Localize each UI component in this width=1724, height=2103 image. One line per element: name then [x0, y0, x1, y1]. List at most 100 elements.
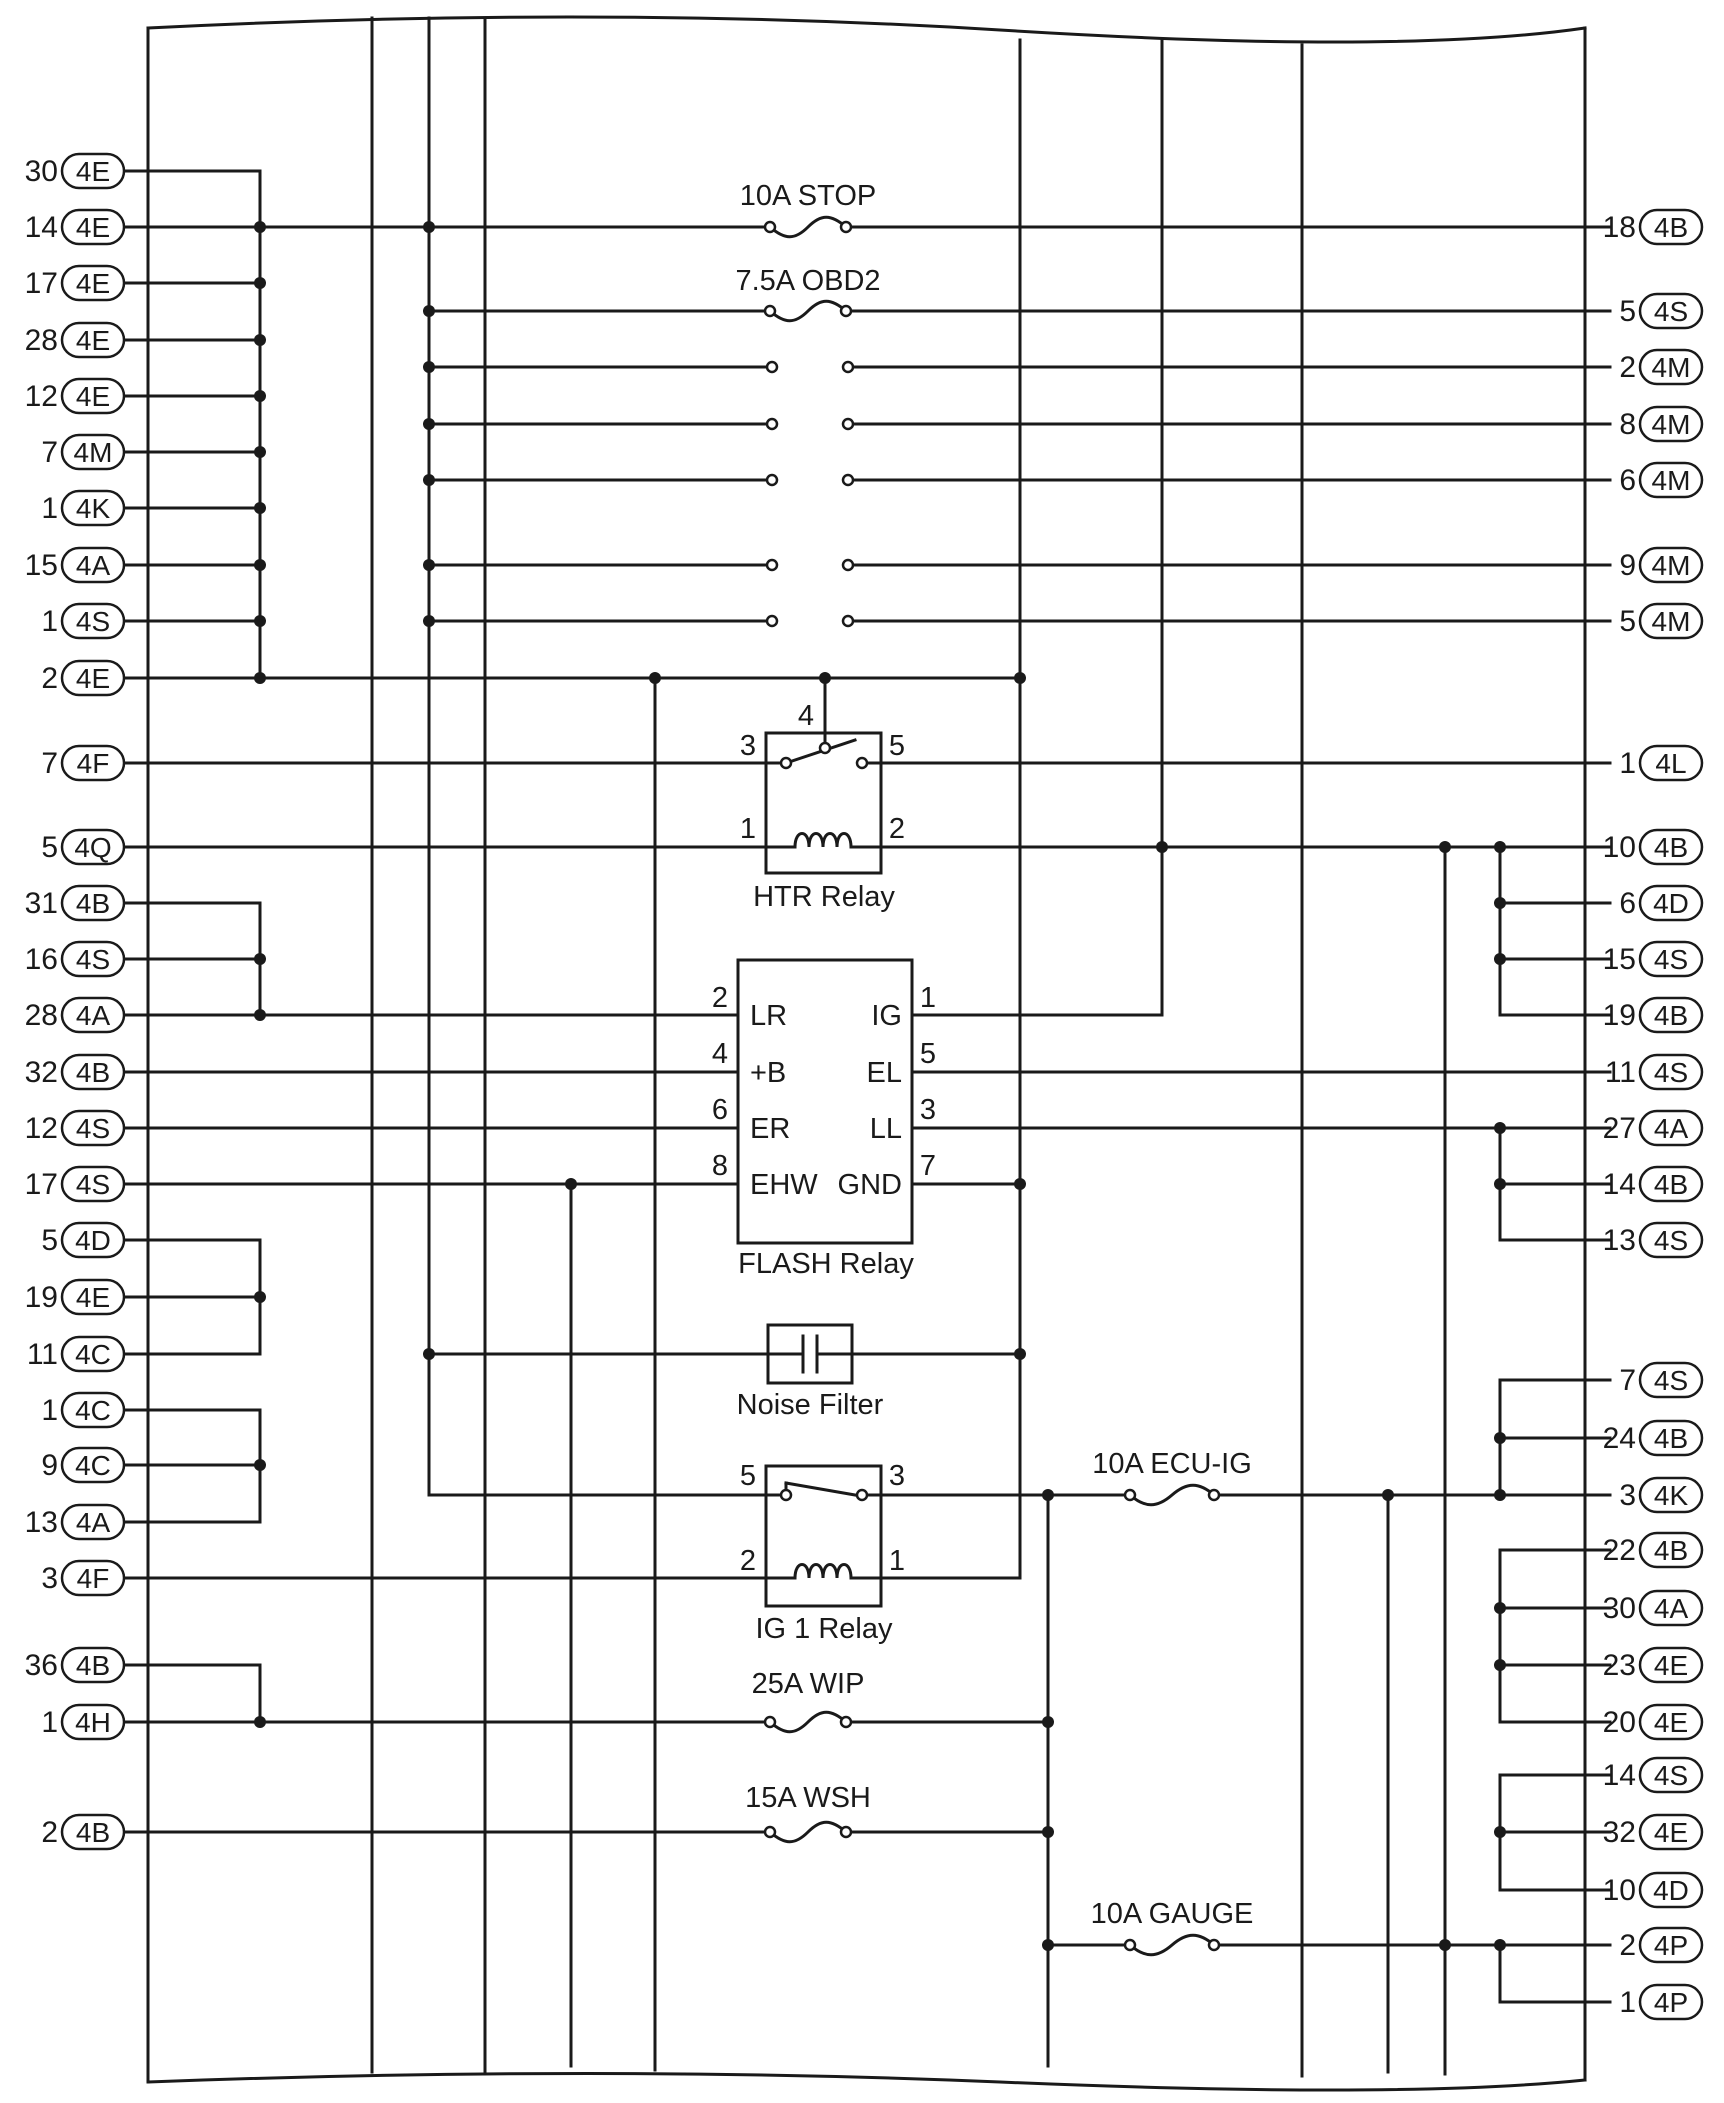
left-connector-23-pin: 9: [41, 1449, 58, 1482]
flash-relay-pin-3: 3: [920, 1094, 936, 1126]
left-connector-4: 28 4E: [25, 321, 126, 359]
flash-relay-label-gnd: GND: [838, 1169, 902, 1201]
ig1-relay-pin-2: 2: [740, 1545, 756, 1577]
left-connector-28-id: 4B: [76, 1817, 110, 1848]
right-connector-21-id: 4A: [1654, 1593, 1689, 1624]
flash-relay-pin-2: 2: [712, 982, 728, 1014]
ig1-relay: 5 3 2 1 IG 1 Relay: [740, 1460, 905, 1645]
left-connector-12: 5 4Q: [41, 828, 126, 866]
right-connector-22-pin: 23: [1603, 1649, 1636, 1682]
right-connector-2: 5 4S: [1619, 292, 1704, 330]
right-connector-3: 2 4M: [1619, 348, 1704, 386]
ig1-relay-label: IG 1 Relay: [756, 1613, 893, 1645]
right-connector-15-pin: 14: [1603, 1168, 1636, 1201]
flash-relay-pin-8: 8: [712, 1150, 728, 1182]
right-connector-7-pin: 5: [1619, 605, 1636, 638]
flash-relay-label-el: EL: [867, 1057, 902, 1089]
right-connector-5-pin: 6: [1619, 464, 1636, 497]
left-connector-1-id: 4E: [76, 156, 110, 187]
right-connector-9: 10 4B: [1603, 828, 1704, 866]
vertical-buses: [370, 16, 1447, 2078]
fuse-10a-stop: 10A STOP: [740, 180, 876, 239]
left-connector-20-id: 4E: [76, 1282, 110, 1313]
right-connector-27: 2 4P: [1619, 1926, 1704, 1964]
left-connector-18-pin: 17: [25, 1168, 58, 1201]
left-connector-12-pin: 5: [41, 831, 58, 864]
right-connector-19-pin: 3: [1619, 1479, 1636, 1512]
left-connector-9-id: 4S: [76, 606, 110, 637]
flash-relay-pin-1: 1: [920, 982, 936, 1014]
right-connector-21-pin: 30: [1603, 1592, 1636, 1625]
left-connector-25-id: 4F: [77, 1563, 110, 1594]
left-connector-23: 9 4C: [41, 1446, 126, 1484]
right-connector-16: 13 4S: [1603, 1221, 1704, 1259]
open-contacts: [765, 360, 855, 628]
left-connector-26-pin: 36: [25, 1649, 58, 1682]
htr-relay-pin-3: 3: [740, 730, 756, 762]
left-connector-11-id: 4F: [77, 748, 110, 779]
right-connector-25-pin: 32: [1603, 1816, 1636, 1849]
left-connector-27-pin: 1: [41, 1706, 58, 1739]
right-connector-16-id: 4S: [1654, 1225, 1688, 1256]
left-connector-21-id: 4C: [75, 1339, 111, 1370]
flash-relay-pin-6: 6: [712, 1094, 728, 1126]
right-connector-25-id: 4E: [1654, 1817, 1688, 1848]
right-connector-26-id: 4D: [1653, 1875, 1689, 1906]
right-connector-25: 32 4E: [1603, 1813, 1704, 1851]
left-connector-24-id: 4A: [76, 1507, 111, 1538]
right-connector-6: 9 4M: [1619, 546, 1704, 584]
left-connector-1: 30 4E: [25, 152, 126, 190]
left-connector-15: 28 4A: [25, 996, 126, 1034]
right-connector-labels: 18 4B 5 4S 2 4M 8 4M 6 4M 9 4M: [1603, 208, 1704, 2021]
left-connector-3: 17 4E: [25, 264, 126, 302]
left-connector-19-pin: 5: [41, 1224, 58, 1257]
fuse-10a-gauge-label: 10A GAUGE: [1091, 1898, 1254, 1930]
fuse-7-5a-obd2-label: 7.5A OBD2: [735, 265, 880, 297]
left-connector-7-id: 4K: [76, 493, 111, 524]
left-connector-13-id: 4B: [76, 888, 110, 919]
fuse-10a-gauge: 10A GAUGE: [1091, 1898, 1254, 1957]
left-connector-2-pin: 14: [25, 211, 58, 244]
right-connector-11: 15 4S: [1603, 940, 1704, 978]
right-connector-23: 20 4E: [1603, 1703, 1704, 1741]
right-connector-6-pin: 9: [1619, 549, 1636, 582]
left-connector-27: 1 4H: [41, 1703, 126, 1741]
left-connector-15-id: 4A: [76, 1000, 111, 1031]
left-connector-14-pin: 16: [25, 943, 58, 976]
right-connector-15-id: 4B: [1654, 1169, 1688, 1200]
right-connector-20-id: 4B: [1654, 1535, 1688, 1566]
right-connector-19-id: 4K: [1654, 1480, 1689, 1511]
right-connector-4-id: 4M: [1652, 409, 1691, 440]
left-connector-11-pin: 7: [41, 747, 58, 780]
left-connector-24-pin: 13: [25, 1506, 58, 1539]
flash-relay-label-ig: IG: [871, 1000, 902, 1032]
left-connector-21: 11 4C: [27, 1335, 126, 1373]
right-connector-18: 24 4B: [1603, 1419, 1704, 1457]
left-connector-4-pin: 28: [25, 324, 58, 357]
right-connector-26-pin: 10: [1603, 1874, 1636, 1907]
right-connector-17: 7 4S: [1619, 1361, 1704, 1399]
flash-relay-label-er: ER: [750, 1113, 790, 1145]
left-connector-8-id: 4A: [76, 550, 111, 581]
left-connector-23-id: 4C: [75, 1450, 111, 1481]
left-connector-16-id: 4B: [76, 1057, 110, 1088]
right-connector-14-pin: 27: [1603, 1112, 1636, 1145]
left-connector-9-pin: 1: [41, 605, 58, 638]
htr-relay-label: HTR Relay: [753, 881, 895, 913]
fuse-25a-wip: 25A WIP: [752, 1668, 865, 1734]
left-connector-20: 19 4E: [25, 1278, 126, 1316]
right-connector-24-id: 4S: [1654, 1760, 1688, 1791]
left-connector-5-pin: 12: [25, 380, 58, 413]
flash-relay-pin-5: 5: [920, 1038, 936, 1070]
right-connector-14: 27 4A: [1603, 1109, 1704, 1147]
right-connector-6-id: 4M: [1652, 550, 1691, 581]
flash-relay-label-b: +B: [750, 1057, 786, 1089]
fuse-25a-wip-label: 25A WIP: [752, 1668, 865, 1700]
htr-relay-pin-4: 4: [798, 700, 814, 732]
right-connector-28-id: 4P: [1654, 1987, 1688, 2018]
right-connector-24: 14 4S: [1603, 1756, 1704, 1794]
left-connector-15-pin: 28: [25, 999, 58, 1032]
right-connector-2-id: 4S: [1654, 296, 1688, 327]
right-connector-8: 1 4L: [1619, 744, 1704, 782]
